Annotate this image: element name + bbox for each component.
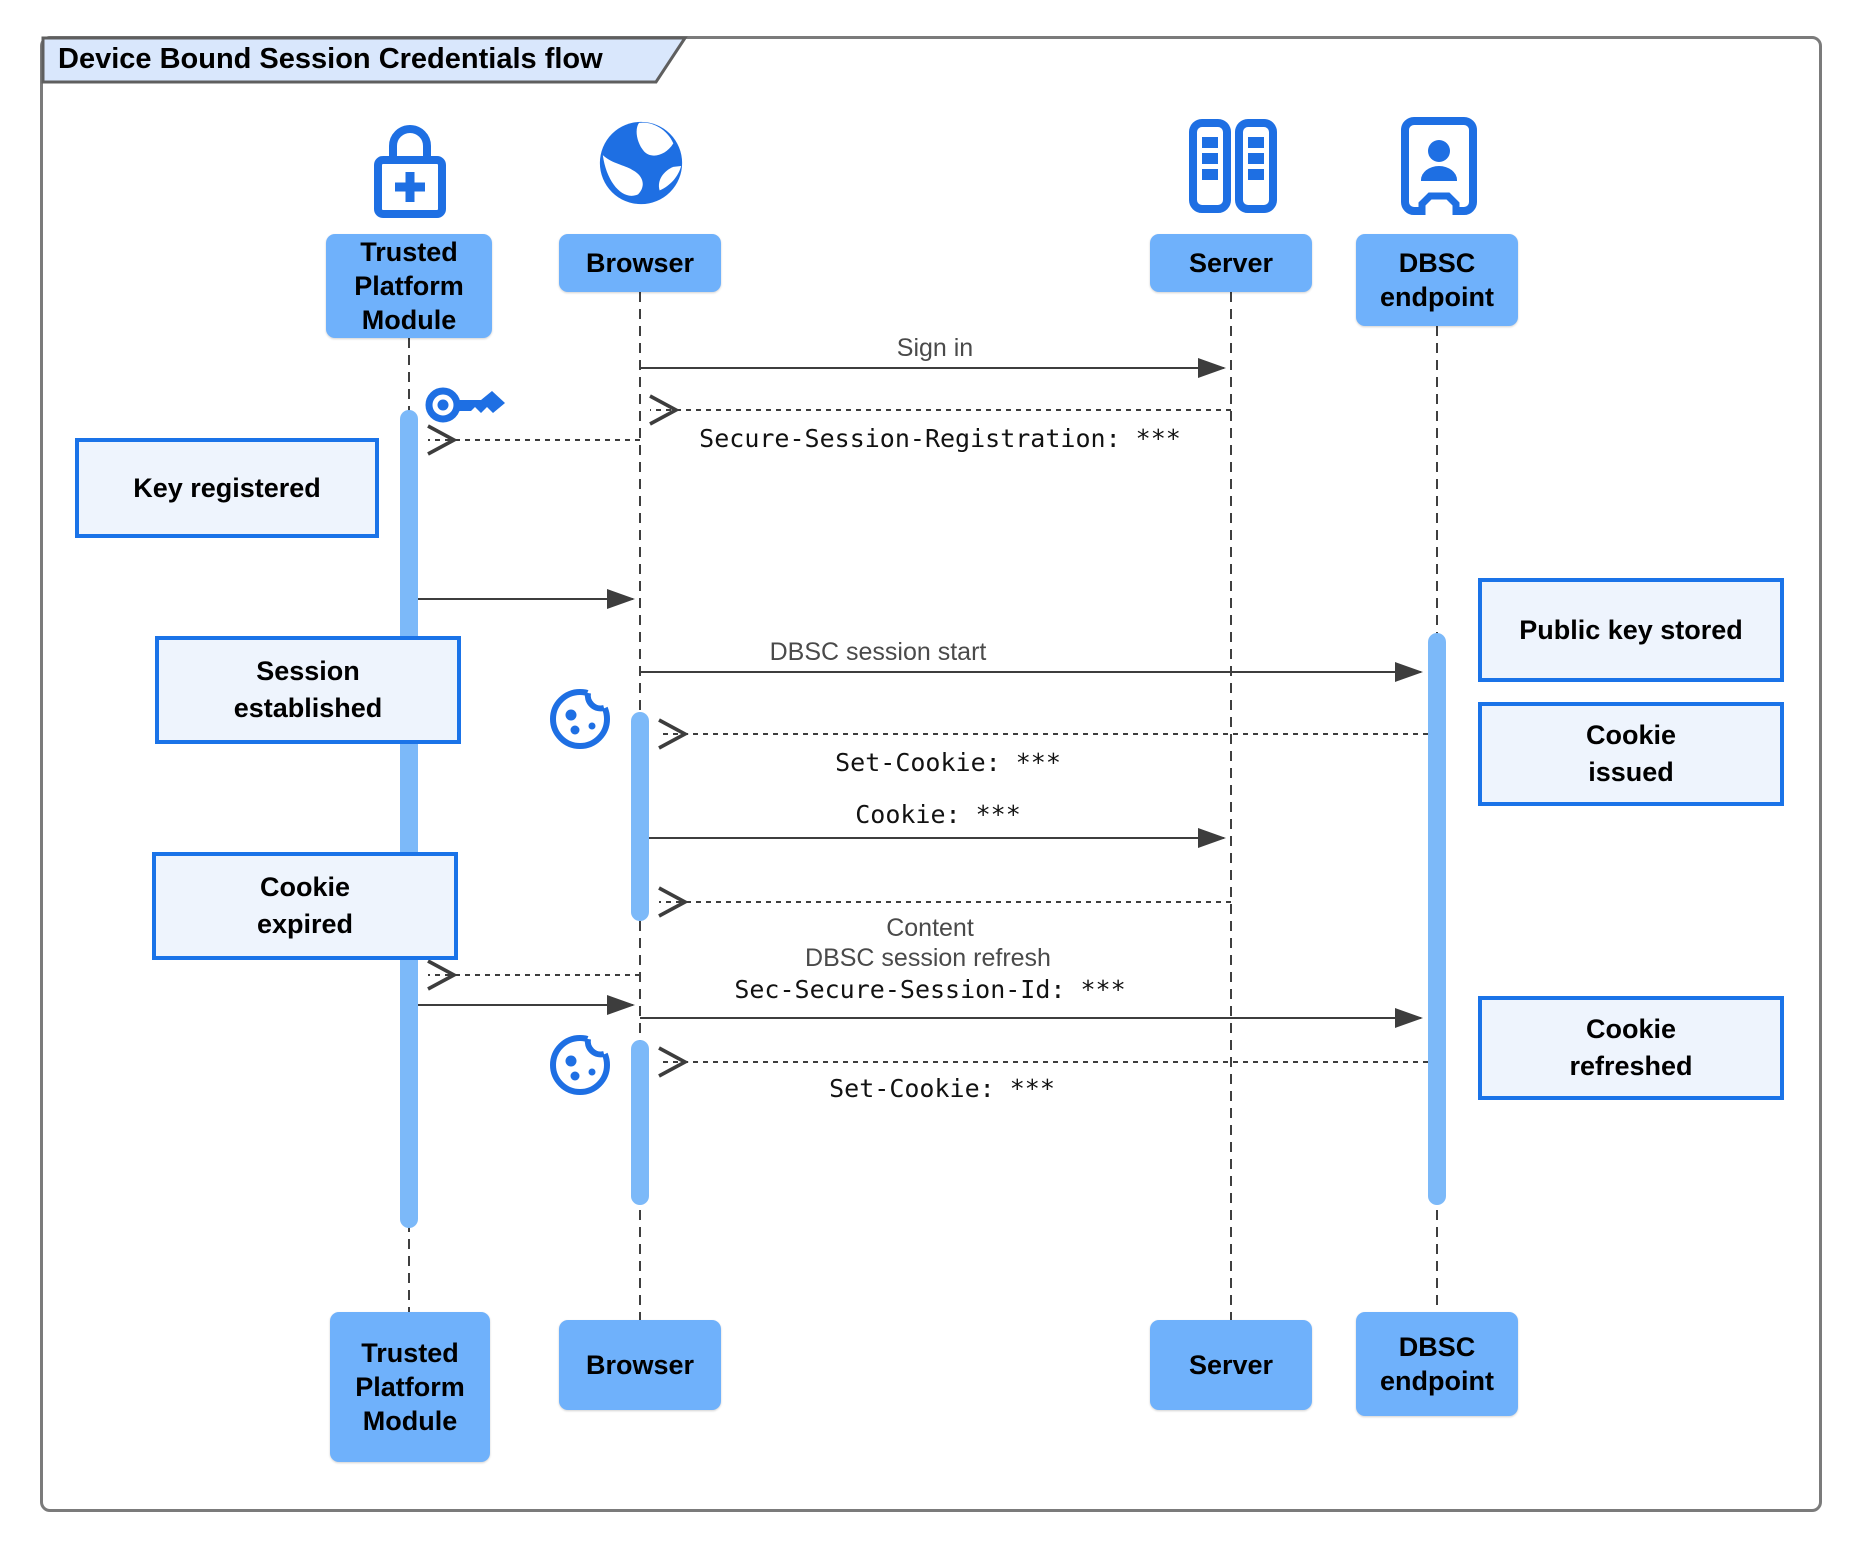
key-icon	[425, 387, 505, 423]
message-label-dbsc-session-refresh: DBSC session refresh	[805, 944, 1051, 972]
actor-dbsc-top: DBSC endpoint	[1356, 234, 1518, 326]
note-key-registered: Key registered	[75, 438, 379, 538]
diagram-title: Device Bound Session Credentials flow	[58, 43, 603, 75]
message-label-set-cookie-1: Set-Cookie: ***	[835, 748, 1061, 777]
lock-plus-icon	[374, 125, 446, 218]
globe-icon	[599, 121, 683, 205]
note-cookie-refreshed: Cookie refreshed	[1478, 996, 1784, 1100]
actor-server-bottom: Server	[1150, 1320, 1312, 1410]
actor-dbsc-bottom: DBSC endpoint	[1356, 1312, 1518, 1416]
message-label-sec-secure-session-id: Sec-Secure-Session-Id: ***	[734, 975, 1126, 1004]
actor-browser-bottom: Browser	[559, 1320, 721, 1410]
message-label-content: Content	[886, 914, 974, 942]
message-label-sign-in: Sign in	[896, 334, 974, 362]
activation-bar-browser-2	[631, 1040, 649, 1205]
activation-bar-tpm	[400, 410, 418, 1228]
note-session-established: Session established	[155, 636, 461, 744]
door-person-icon	[1401, 117, 1477, 216]
note-cookie-issued: Cookie issued	[1478, 702, 1784, 806]
activation-bar-browser-1	[631, 712, 649, 921]
actor-tpm-top: Trusted Platform Module	[326, 234, 492, 338]
note-cookie-expired: Cookie expired	[152, 852, 458, 960]
note-public-key-stored: Public key stored	[1478, 578, 1784, 682]
cookie-icon	[550, 1029, 613, 1095]
actor-browser-top: Browser	[559, 234, 721, 292]
message-label-dbsc-session-start: DBSC session start	[769, 638, 987, 666]
server-rack-icon	[1189, 119, 1277, 213]
activation-bar-dbsc	[1428, 633, 1446, 1205]
cookie-icon	[550, 683, 613, 749]
message-label-cookie: Cookie: ***	[855, 800, 1021, 829]
actor-server-top: Server	[1150, 234, 1312, 292]
message-label-session-registration: Secure-Session-Registration: ***	[699, 424, 1181, 453]
message-label-set-cookie-2: Set-Cookie: ***	[829, 1074, 1055, 1103]
actor-tpm-bottom: Trusted Platform Module	[330, 1312, 490, 1462]
title-tab-shape	[41, 36, 688, 84]
